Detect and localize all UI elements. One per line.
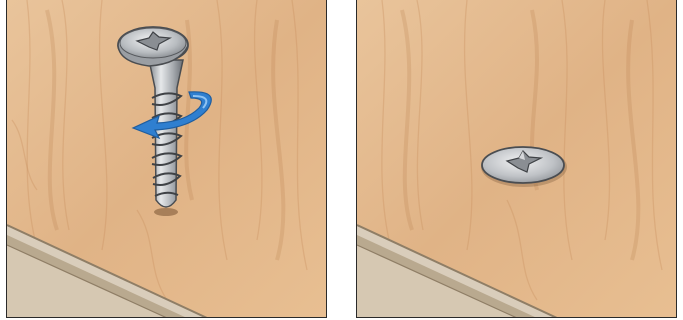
panel-screw-flush xyxy=(356,0,677,318)
wood-board-illustration xyxy=(357,0,677,318)
wood-board-illustration xyxy=(7,0,327,318)
panel-screw-turning xyxy=(6,0,327,318)
screw-head-flush-icon xyxy=(481,147,567,187)
